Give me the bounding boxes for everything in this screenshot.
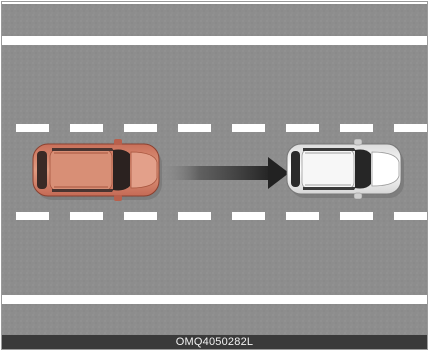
image-code: OMQ4050282L [176, 335, 253, 349]
road-scene [2, 2, 428, 350]
preceding-vehicle [287, 139, 404, 199]
top-edge-line [2, 36, 428, 45]
own-vehicle [33, 139, 162, 201]
image-code-bar: OMQ4050282L [2, 335, 427, 349]
bottom-edge-line [2, 295, 428, 304]
